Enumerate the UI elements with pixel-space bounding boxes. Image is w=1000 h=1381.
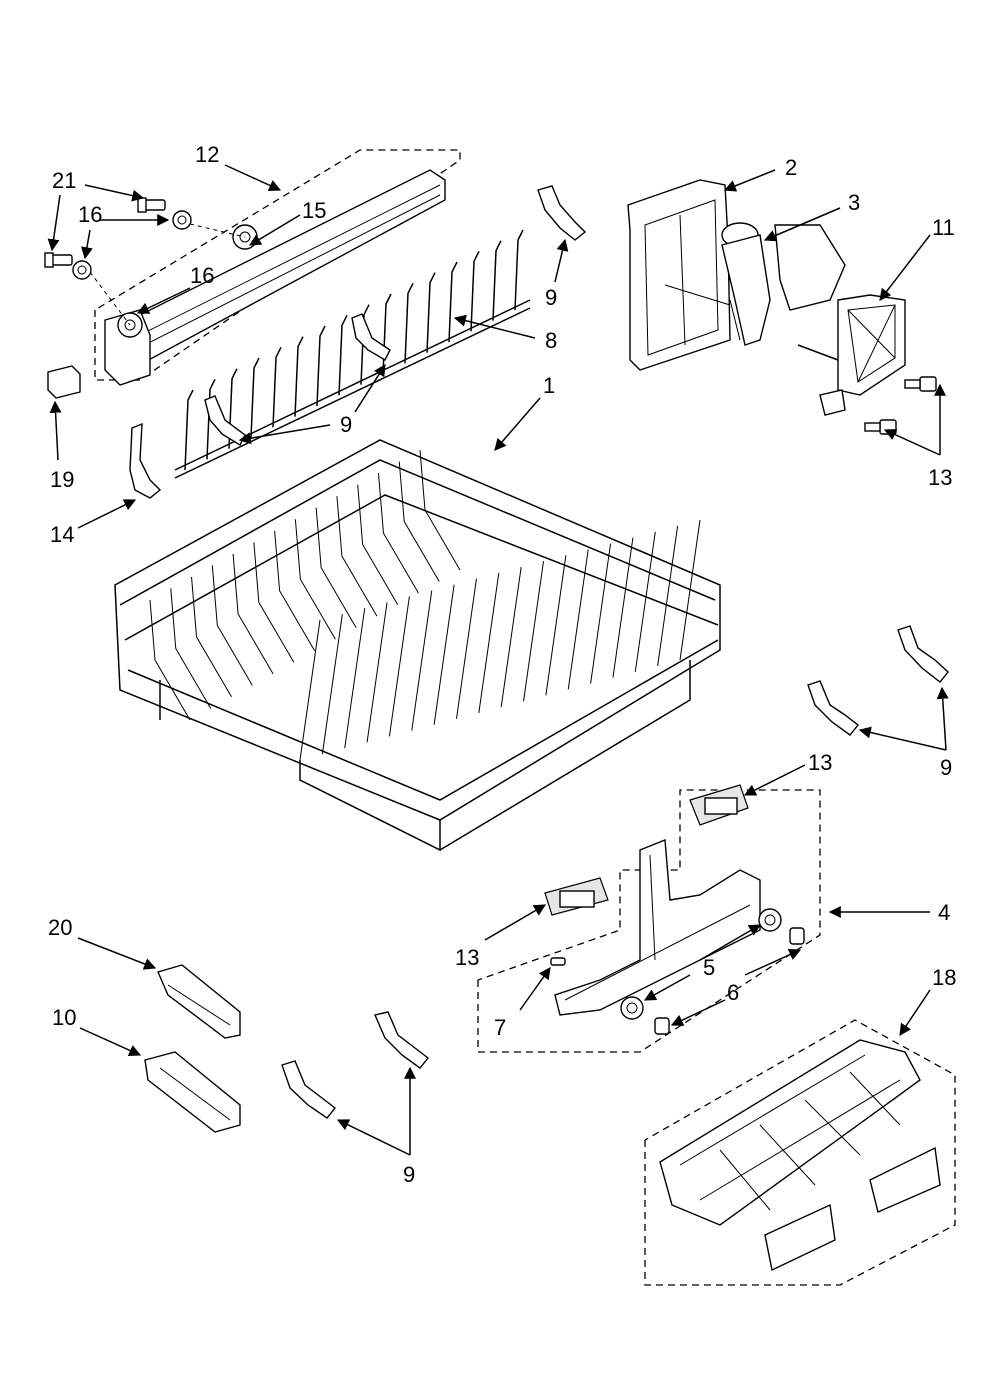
basket-wire [478,572,500,714]
basket-wire [299,619,321,761]
callout-19: 19 [50,467,74,492]
bracket-part-20 [157,964,241,1039]
basket-wire [321,614,343,755]
tine-wire [316,325,326,407]
tine-wire [338,314,348,396]
basket-wire [253,542,295,663]
basket-wire [411,590,433,731]
basket-wire [170,588,212,709]
tine-wire [514,229,524,311]
clip-part-9-bottom-b [281,1060,336,1119]
callout-10: 10 [52,1005,76,1030]
callout-14: 14 [50,522,74,547]
mount-bracket-part-2 [627,179,731,371]
bracket-part-11 [797,294,906,416]
callout-13-upper: 13 [808,750,832,775]
rail-assembly-part-15 [94,149,461,386]
clip-part-13-upper [689,784,749,826]
basket-wire [211,565,253,686]
basket-part-1 [114,439,721,852]
basket-wire [366,602,388,743]
callout-4: 4 [938,900,950,925]
basket-wire [344,608,366,749]
clip-part-13-lower [544,877,609,916]
basket-wire [398,461,440,582]
callout-18: 18 [932,965,956,990]
basket-wire [455,578,477,719]
tine-wire [448,261,458,343]
callout-5: 5 [703,955,715,980]
basket-wire [567,549,589,690]
tine-wire [272,346,282,428]
screws-part-12 [864,376,937,435]
callout-8: 8 [545,328,557,353]
callout-2: 2 [785,155,797,180]
callout-9-bottom: 9 [403,1162,415,1187]
tine-row-part-8 [174,229,531,479]
callout-16-lower: 16 [190,263,214,288]
callout-3: 3 [848,190,860,215]
callout-9-right: 9 [940,755,952,780]
clip-part-9-upper [537,185,587,241]
callout-16-upper: 15 [302,198,326,223]
basket-wire [377,473,419,594]
basket-wire [433,584,455,725]
basket-wire [612,537,634,678]
clip-part-9-tine-a [351,313,391,361]
adjuster-part-3 [721,222,846,346]
tine-wire [470,250,480,332]
tray-assembly-part-18 [644,1019,956,1286]
basket-wire [357,484,399,605]
callout-7: 7 [494,1015,506,1040]
callout-1: 1 [543,373,555,398]
tine-wire [360,304,370,385]
callout-21: 21 [52,168,76,193]
callout-13-lower: 13 [455,945,479,970]
callout-12: 13 [928,465,952,490]
basket-wire [523,561,545,702]
adjuster-assembly-part-4 [477,789,821,1053]
tine-wire [404,282,414,364]
basket-wire [679,519,701,661]
basket-wire [657,525,679,666]
callout-9-top: 9 [545,285,557,310]
basket-wire [545,555,567,696]
callout-6: 6 [727,980,739,1005]
tine-wire [206,378,216,460]
basket-wire [315,507,357,628]
clip-part-9-right-b [807,680,859,736]
clip-part-9-bottom-a [374,1011,429,1069]
callout-15: 12 [195,142,219,167]
clip-part-14 [129,422,162,499]
basket-wire [191,576,232,698]
basket-wire [634,531,656,672]
basket-wire [500,566,522,708]
tine-wire [250,357,260,439]
callout-9-tine: 9 [340,412,352,437]
basket-wire [419,449,461,571]
basket-wire [590,543,612,684]
callout-labels: 12 21 16 15 16 19 14 9 8 9 1 2 3 11 13 9… [48,142,956,1187]
basket-wire [274,530,316,652]
basket-wire [336,496,378,617]
tine-wire [184,389,194,471]
clip-part-9-right-a [897,625,949,683]
tine-wire [492,240,502,321]
callout-17: 16 [78,202,102,227]
basket-wire [294,519,336,640]
callout-20: 20 [48,915,72,940]
callout-11: 11 [932,215,955,240]
screw-washer-parts [44,197,246,326]
end-cap-part-19 [47,365,81,399]
leader-lines [47,164,949,1156]
bracket-part-10 [144,1051,241,1133]
basket-wire [232,553,274,675]
clip-part-9-tine-b [204,395,246,446]
basket-wire [149,599,191,721]
tine-wire [382,293,392,375]
basket-wire [388,596,410,737]
tine-wire [426,272,436,353]
tine-wire [294,336,304,417]
